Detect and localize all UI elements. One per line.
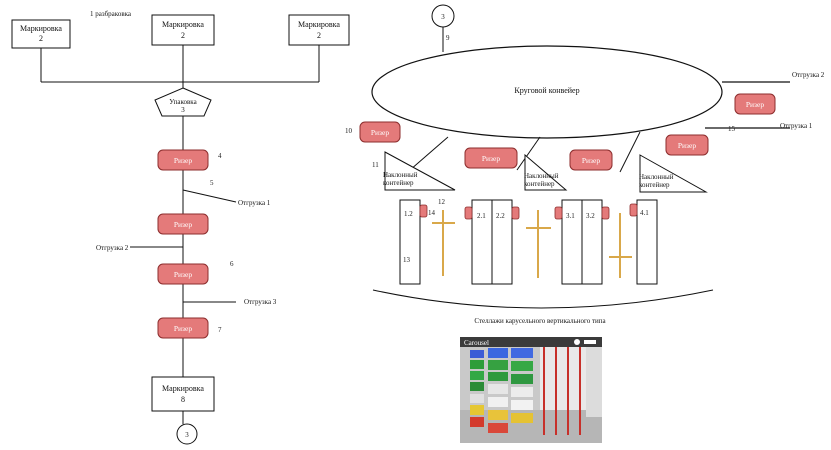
svg-text:Маркировка: Маркировка	[20, 24, 62, 33]
svg-text:2: 2	[317, 31, 321, 40]
riser-right-4: Ризер	[666, 135, 708, 155]
riser-2: Ризер	[158, 214, 208, 234]
svg-text:Маркировка: Маркировка	[298, 20, 340, 29]
pole-2	[526, 210, 551, 278]
marking-box-3: Маркировка 2	[289, 15, 349, 45]
label-9: 9	[446, 34, 450, 42]
sorting-label: 1 разбраковка	[90, 10, 132, 18]
label-12: 12	[438, 198, 446, 206]
svg-text:Ризер: Ризер	[371, 128, 389, 137]
riser-right-2: Ризер	[465, 148, 517, 168]
label-10: 10	[345, 127, 353, 135]
svg-text:Ризер: Ризер	[174, 270, 192, 279]
carousel-photo: Carousel	[460, 337, 602, 443]
shipment-2-left: Отгрузка 2	[96, 244, 129, 252]
svg-text:Ризер: Ризер	[174, 220, 192, 229]
svg-text:Ризер: Ризер	[746, 100, 764, 109]
conveyor-label: Круговой конвейер	[514, 86, 579, 95]
shipment-1-left: Отгрузка 1	[238, 199, 271, 207]
svg-text:Наклонный: Наклонный	[639, 173, 674, 181]
svg-text:3.1: 3.1	[566, 212, 575, 220]
svg-text:Ризер: Ризер	[482, 154, 500, 163]
svg-text:контейнер: контейнер	[383, 179, 414, 187]
svg-text:14: 14	[428, 209, 436, 217]
bracket-curve	[373, 290, 713, 308]
label-7: 7	[218, 326, 222, 334]
svg-text:2.1: 2.1	[477, 212, 486, 220]
svg-text:3: 3	[181, 106, 185, 114]
svg-text:Маркировка: Маркировка	[162, 20, 204, 29]
svg-text:Наклонный: Наклонный	[524, 172, 559, 180]
shipment-2-right: Отгрузка 2	[792, 71, 825, 79]
marking-box-1: Маркировка 2	[12, 20, 70, 48]
svg-text:3: 3	[185, 431, 189, 439]
svg-text:Ризер: Ризер	[582, 156, 600, 165]
label-6: 6	[230, 260, 234, 268]
label-5: 5	[210, 179, 214, 187]
svg-text:1.2: 1.2	[404, 210, 413, 218]
shipment-1-right: Отгрузка 1	[780, 122, 813, 130]
marking-box-bottom: Маркировка 8	[152, 377, 214, 411]
riser-3: Ризер	[158, 264, 208, 284]
svg-text:4.1: 4.1	[640, 209, 649, 217]
svg-text:контейнер: контейнер	[524, 180, 555, 188]
svg-text:2.2: 2.2	[496, 212, 505, 220]
svg-text:2: 2	[181, 31, 185, 40]
shipment-3-left: Отгрузка 3	[244, 298, 277, 306]
svg-text:контейнер: контейнер	[639, 181, 670, 189]
svg-text:Наклонный: Наклонный	[383, 171, 418, 179]
svg-text:Упаковка: Упаковка	[169, 98, 197, 106]
shelf-unit-1: 1.2 13 14	[400, 200, 436, 284]
label-15: 15	[728, 125, 736, 133]
riser-right-1: Ризер	[360, 122, 400, 142]
label-4: 4	[218, 152, 222, 160]
label-11: 11	[372, 161, 379, 169]
svg-text:3: 3	[441, 13, 445, 21]
svg-text:2: 2	[39, 34, 43, 43]
shelf-unit-3: 3.1 3.2	[555, 200, 609, 284]
svg-text:Ризер: Ризер	[174, 156, 192, 165]
shelf-unit-2: 2.1 2.2	[465, 200, 519, 284]
incline-container-1: Наклонный контейнер	[383, 152, 455, 190]
svg-text:8: 8	[181, 395, 185, 404]
riser-right-5: Ризер	[735, 94, 775, 114]
top-connectors	[41, 45, 319, 88]
svg-text:Ризер: Ризер	[174, 324, 192, 333]
connector-top: 3	[432, 5, 454, 27]
riser-4: Ризер	[158, 318, 208, 338]
pole-1	[432, 210, 455, 276]
svg-text:3.2: 3.2	[586, 212, 595, 220]
connector-bottom: 3	[177, 424, 197, 444]
packing-node: Упаковка 3	[155, 88, 211, 116]
shelf-unit-4: 4.1	[630, 200, 657, 284]
marking-box-2: Маркировка 2	[152, 15, 214, 45]
riser-right-3: Ризер	[570, 150, 612, 170]
incline-container-2: Наклонный контейнер	[524, 155, 566, 190]
svg-text:Маркировка: Маркировка	[162, 384, 204, 393]
shelving-caption: Стеллажи карусельного вертикального типа	[474, 317, 606, 325]
svg-text:13: 13	[403, 256, 411, 264]
riser-1: Ризер	[158, 150, 208, 170]
pole-3	[609, 213, 632, 278]
svg-text:Carousel: Carousel	[464, 339, 489, 347]
svg-text:Ризер: Ризер	[678, 141, 696, 150]
incline-container-3: Наклонный контейнер	[639, 155, 706, 192]
